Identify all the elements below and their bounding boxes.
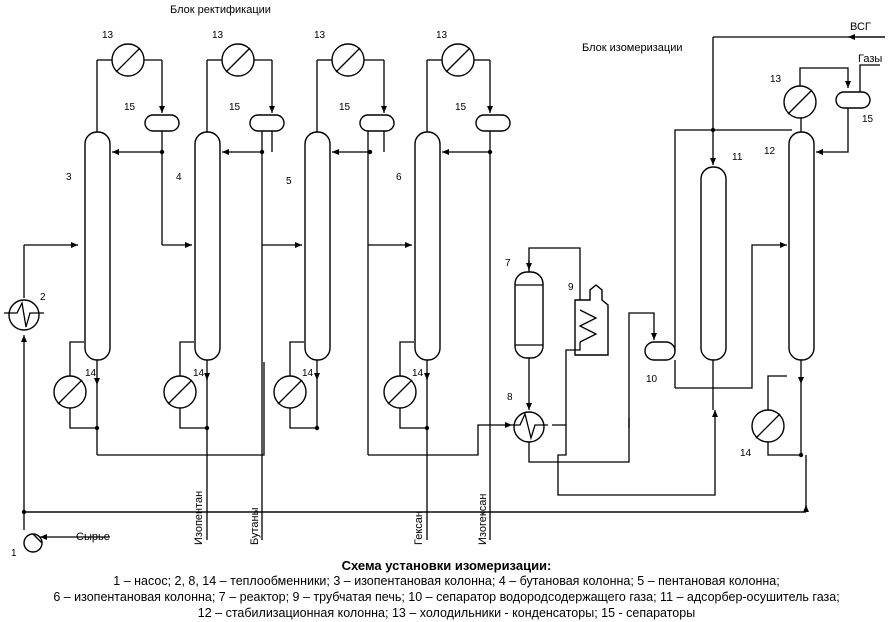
reactor-number: 7 (505, 258, 511, 269)
rectification-block-label: Блок ректификации (170, 4, 271, 16)
svg-text:13: 13 (212, 30, 224, 41)
process-flow-svg: Блок ректификации Блок изомеризации 1 Сы… (4, 4, 885, 559)
isohexane-label: Изогексан (477, 494, 489, 545)
reactor-7: 7 (505, 247, 581, 410)
heat-exchanger-2: 2 (4, 292, 46, 331)
caption-line-1: 1 – насос; 2, 8, 14 – теплообменники; 3 … (113, 574, 780, 588)
caption-line-3: 12 – стабилизационная колонна; 13 – холо… (197, 606, 696, 620)
isopentane-label: Изопентан (193, 491, 205, 545)
svg-text:14: 14 (740, 448, 752, 459)
svg-text:14: 14 (193, 368, 205, 379)
column-6: 6 13 15 14 (368, 30, 512, 540)
column-5: 5 13 15 14 (97, 30, 412, 456)
pump-number: 1 (11, 548, 17, 559)
svg-text:13: 13 (314, 30, 326, 41)
caption-title: Схема установки изомеризации: (341, 558, 552, 573)
column-3: 3 13 15 14 (53, 30, 192, 455)
svg-text:15: 15 (339, 102, 351, 113)
vsg-label: ВСГ (850, 21, 871, 33)
svg-text:15: 15 (862, 114, 874, 125)
svg-text:15: 15 (229, 102, 241, 113)
stab-col-number: 12 (764, 146, 776, 157)
caption-line-2: 6 – изопентановая колонна; 7 – реактор; … (53, 590, 840, 604)
hx8-number: 8 (507, 392, 513, 403)
svg-text:14: 14 (302, 368, 314, 379)
furnace-number: 9 (568, 282, 574, 293)
column-5-number: 5 (286, 176, 292, 187)
gases-label: Газы (858, 53, 882, 65)
svg-text:13: 13 (770, 74, 782, 85)
heater-number: 2 (40, 292, 46, 303)
pump-1: 1 (11, 533, 43, 559)
butanes-label: Бутаны (249, 507, 261, 545)
isomerization-block-label: Блок изомеризации (582, 42, 683, 54)
separator10-number: 10 (646, 374, 658, 385)
svg-text:15: 15 (455, 102, 467, 113)
column-4-number: 4 (176, 172, 182, 183)
adsorber-number: 11 (732, 152, 743, 163)
svg-text:14: 14 (85, 368, 97, 379)
hexane-label: Гексан (413, 511, 425, 545)
svg-text:14: 14 (412, 368, 424, 379)
feed-label: Сырье (76, 531, 110, 543)
stabilization-column-12: 12 13 15 14 (740, 64, 880, 459)
svg-text:15: 15 (124, 102, 136, 113)
svg-text:13: 13 (102, 30, 114, 41)
column-4: 4 13 15 14 (163, 30, 285, 540)
adsorber-11: 11 (700, 34, 885, 410)
furnace-9: 9 (552, 282, 609, 426)
column-6-number: 6 (396, 172, 402, 183)
column-3-number: 3 (66, 172, 72, 183)
svg-text:13: 13 (436, 30, 448, 41)
heat-exchanger-8: 8 (507, 312, 718, 496)
feed-return-lines (21, 242, 807, 540)
